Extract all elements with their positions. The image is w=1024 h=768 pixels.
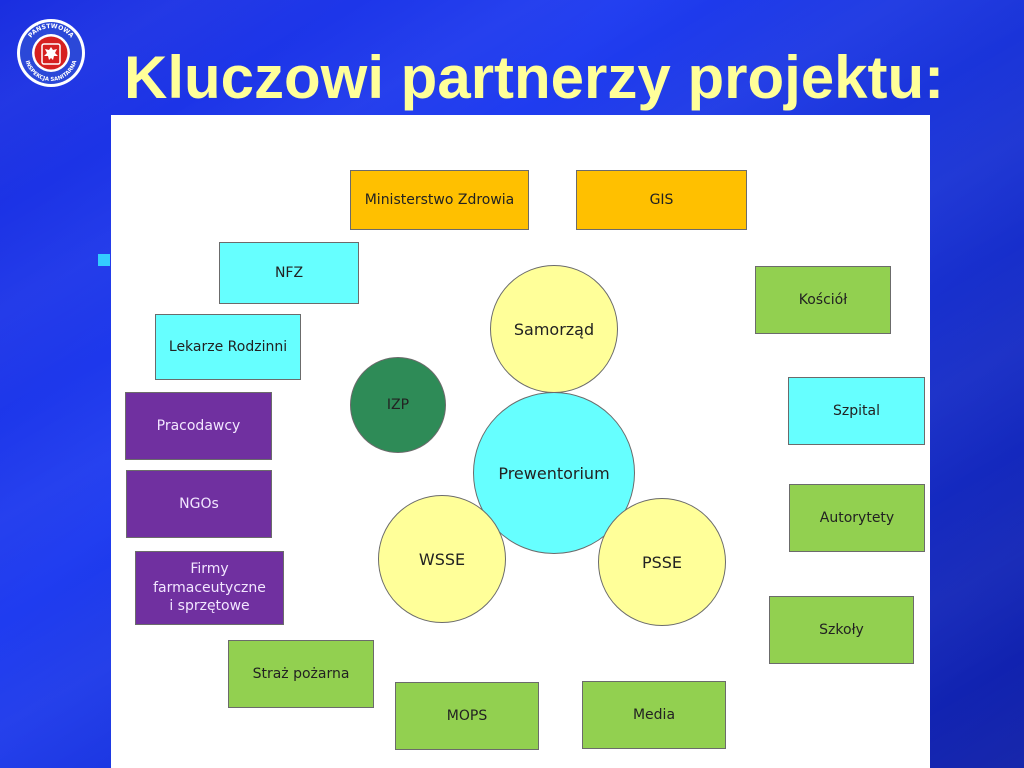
box-straz-pozarna: Straż pożarna — [228, 640, 374, 708]
circle-psse: PSSE — [598, 498, 726, 626]
box-kosciol: Kościół — [755, 266, 891, 334]
box-gis: GIS — [576, 170, 747, 230]
box-autorytety: Autorytety — [789, 484, 925, 552]
box-szpital: Szpital — [788, 377, 925, 445]
slide-title: Kluczowi partnerzy projektu: — [124, 44, 945, 111]
circle-samorzad: Samorząd — [490, 265, 618, 393]
circle-wsse: WSSE — [378, 495, 506, 623]
box-ngos: NGOs — [126, 470, 272, 538]
partners-diagram: Ministerstwo Zdrowia GIS NFZ Lekarze Rod… — [111, 115, 930, 768]
box-ministerstwo-zdrowia: Ministerstwo Zdrowia — [350, 170, 529, 230]
box-firmy-farmaceutyczne: Firmy farmaceutyczne i sprzętowe — [135, 551, 284, 625]
box-lekarze-rodzinni: Lekarze Rodzinni — [155, 314, 301, 380]
bullet-marker — [98, 254, 110, 266]
box-szkoly: Szkoły — [769, 596, 914, 664]
box-mops: MOPS — [395, 682, 539, 750]
box-pracodawcy: Pracodawcy — [125, 392, 272, 460]
inspekcja-sanitarna-logo: PAŃSTWOWA INSPEKCJA SANITARNA — [16, 18, 86, 88]
box-media: Media — [582, 681, 726, 749]
circle-izp: IZP — [350, 357, 446, 453]
polish-eagle-emblem-icon — [44, 47, 58, 60]
box-nfz: NFZ — [219, 242, 359, 304]
